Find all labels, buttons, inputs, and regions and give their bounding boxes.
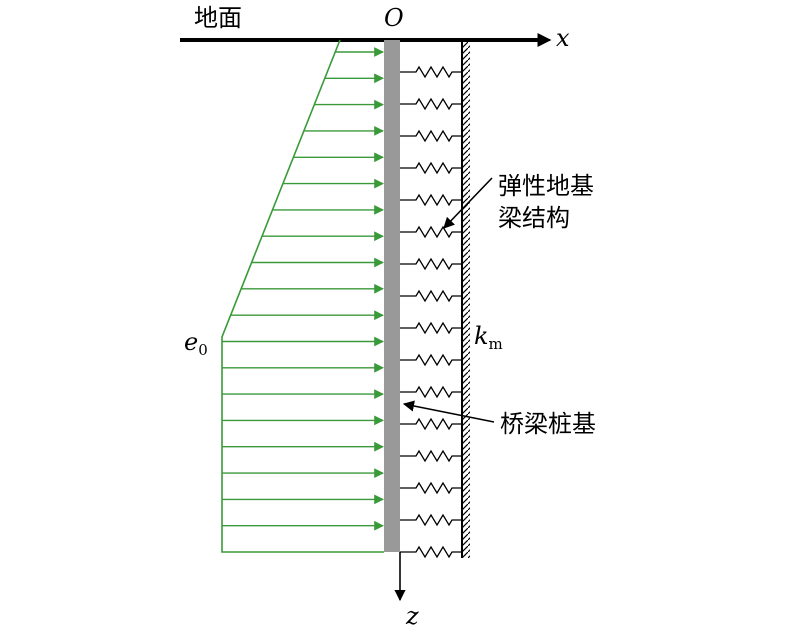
spring xyxy=(400,161,462,175)
km-label: km xyxy=(474,322,503,353)
spring xyxy=(400,385,462,399)
spring xyxy=(400,417,462,431)
spring xyxy=(400,353,462,367)
spring xyxy=(400,225,462,239)
elastic-foundation-label-line2: 梁结构 xyxy=(498,204,570,232)
spring xyxy=(400,97,462,111)
spring xyxy=(400,449,462,463)
z-axis-label: z xyxy=(405,602,419,630)
spring xyxy=(400,289,462,303)
pressure-outline xyxy=(221,39,384,553)
spring xyxy=(400,65,462,79)
pile-label: 桥梁桩基 xyxy=(500,410,596,438)
x-axis-label: x xyxy=(556,24,570,52)
elastic-foundation-label-line1: 弹性地基 xyxy=(498,172,594,200)
fixed-boundary-hatch xyxy=(463,40,470,558)
spring xyxy=(400,129,462,143)
spring xyxy=(400,481,462,495)
spring xyxy=(400,545,462,559)
pile xyxy=(384,40,400,552)
e0-label: e0 xyxy=(184,328,208,359)
elastic-foundation-leader xyxy=(443,177,493,229)
spring xyxy=(400,513,462,527)
pile-leader xyxy=(402,400,495,423)
spring xyxy=(400,257,462,271)
spring xyxy=(400,193,462,207)
earth-pressure-group xyxy=(221,39,384,553)
ground-label: 地面 xyxy=(194,4,242,32)
origin-label: O xyxy=(384,4,404,32)
spring xyxy=(400,321,462,335)
springs-group xyxy=(400,65,462,559)
